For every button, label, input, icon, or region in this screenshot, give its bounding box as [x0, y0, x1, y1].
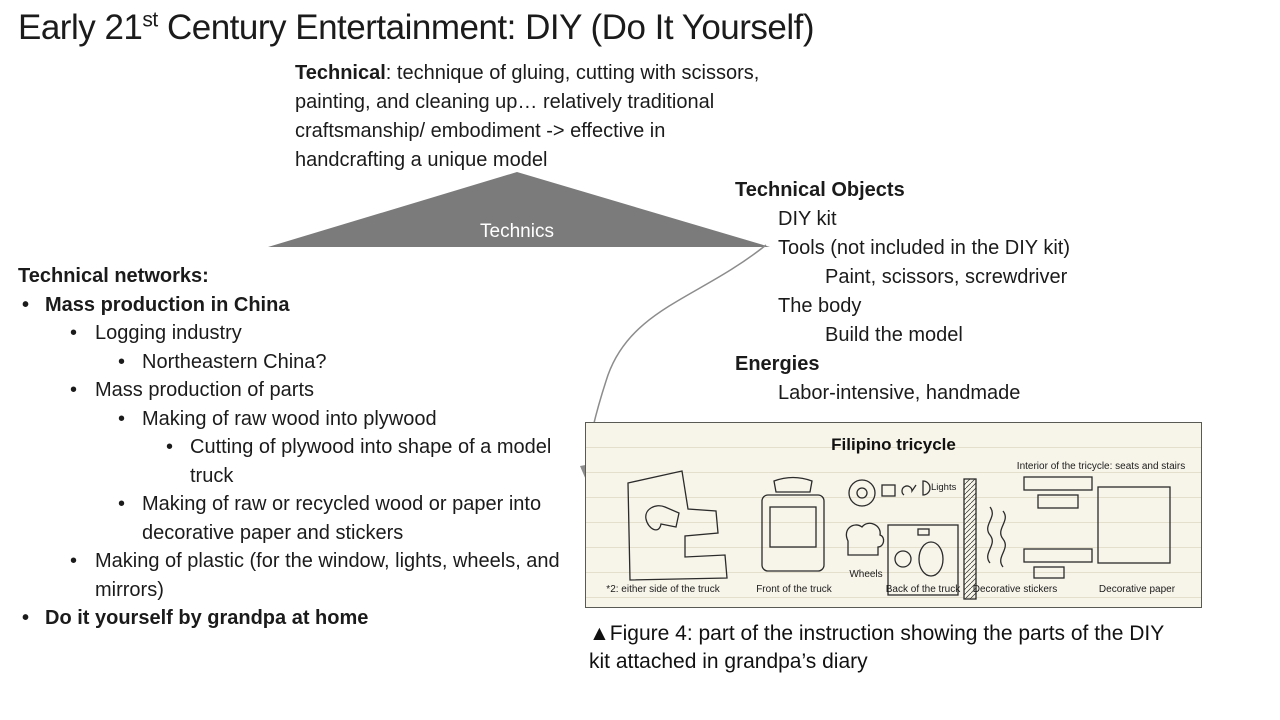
objects-item: The body [778, 295, 862, 317]
technical-definition-lead: Technical [295, 62, 386, 84]
small-square-part [881, 484, 896, 497]
network-item: Logging industry [18, 319, 570, 348]
squiggle-shape [987, 506, 993, 564]
figure-part-label: Back of the truck [885, 584, 961, 595]
front-tab-shape [773, 476, 813, 493]
technical-definition: Technical: technique of gluing, cutting … [295, 59, 773, 175]
energies-item: Labor-intensive, handmade [778, 382, 1021, 404]
network-item: Mass production of parts [18, 376, 570, 405]
networks-heading: Technical networks: [18, 265, 209, 287]
technics-triangle-shape [268, 172, 770, 247]
energies-heading: Energies [735, 353, 820, 375]
hook-part [901, 484, 917, 496]
technical-objects-list: Technical Objects DIY kit Tools (not inc… [735, 176, 1155, 408]
squiggle-shape [1000, 510, 1006, 568]
figure-part-label: Decorative stickers [972, 584, 1058, 595]
technical-definition-body: : technique of gluing, cutting with scis… [295, 62, 760, 171]
figure-lights-label: Lights [931, 482, 957, 493]
objects-heading: Technical Objects [735, 179, 905, 201]
interior-step-shape [1033, 566, 1065, 579]
triangle-label: Technics [480, 221, 554, 242]
page-title: Early 21st Century Entertainment: DIY (D… [18, 8, 815, 48]
network-item: Do it yourself by grandpa at home [18, 604, 570, 633]
figure-drawings [627, 470, 1171, 600]
decorative-paper-shape [1097, 486, 1171, 564]
figure-title: Filipino tricycle [831, 435, 956, 454]
network-item: Cutting of plywood into shape of a model… [18, 433, 570, 490]
network-item: Making of raw wood into plywood [18, 405, 570, 434]
network-item: Mass production in China [18, 291, 570, 320]
network-item: Northeastern China? [18, 348, 570, 377]
figure-part-label: *2: either side of the truck [606, 584, 720, 595]
back-circle-shape [894, 550, 912, 568]
figure-image: Filipino tricycle Interior of the tricyc… [585, 422, 1202, 608]
front-window-shape [769, 506, 817, 548]
figure-part-label: Front of the truck [756, 584, 832, 595]
interior-step-shape [1037, 494, 1079, 509]
objects-item: Build the model [825, 324, 963, 346]
technical-networks-list: Technical networks: Mass production in C… [18, 262, 570, 633]
title-post: Century Entertainment: DIY (Do It Yourse… [157, 8, 815, 47]
wheel-inner-shape [856, 487, 868, 499]
figure-wheels-label: Wheels [849, 569, 883, 580]
figure-part-label: Decorative paper [1098, 584, 1176, 595]
figure-interior-label: Interior of the tricycle: seats and stai… [1016, 461, 1186, 472]
objects-item: DIY kit [778, 208, 837, 230]
objects-item: Tools (not included in the DIY kit) [778, 237, 1071, 259]
lamp-part [922, 480, 931, 496]
title-pre: Early 21 [18, 8, 143, 47]
side-panel-slot [645, 505, 680, 531]
figure-caption: ▲Figure 4: part of the instruction showi… [589, 622, 1164, 673]
title-superscript: st [142, 8, 158, 32]
objects-item: Paint, scissors, screwdriver [825, 266, 1068, 288]
back-slot-shape [917, 528, 930, 536]
back-oval-shape [918, 541, 944, 577]
wheel-outer-shape [848, 479, 876, 507]
wheel-arch-shape [845, 522, 885, 556]
interior-seat-shape [1023, 548, 1093, 563]
interior-seat-shape [1023, 476, 1093, 491]
side-panel-shape [627, 470, 728, 581]
sticker-strip-shape [963, 478, 977, 600]
back-body-shape [887, 524, 959, 596]
front-body-shape [761, 494, 825, 572]
network-item: Making of plastic (for the window, light… [18, 547, 570, 604]
network-item: Making of raw or recycled wood or paper … [18, 490, 570, 547]
